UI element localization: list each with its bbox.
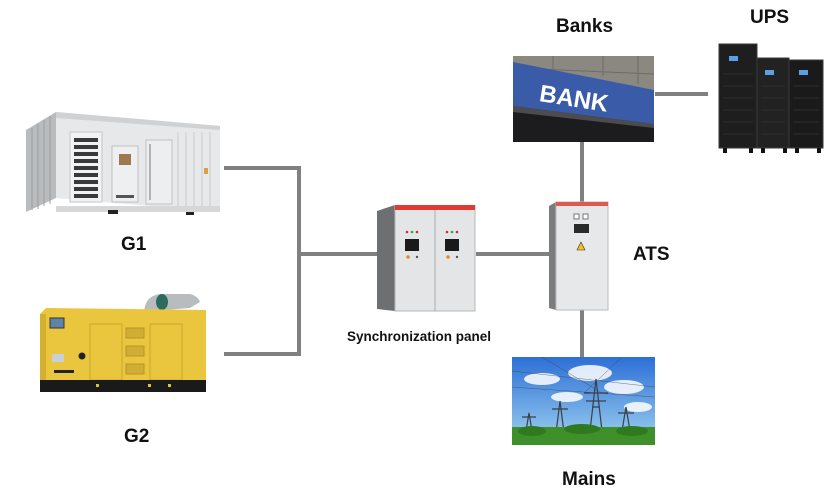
connector-g1-horizontal <box>224 166 301 170</box>
connector-sync-to-ats <box>476 252 549 256</box>
ups-image[interactable] <box>717 40 825 154</box>
banks-image[interactable]: BANK <box>513 56 654 142</box>
connector-g2-horizontal <box>224 352 301 356</box>
connector-ats-to-banks <box>580 142 584 202</box>
ats-label: ATS <box>633 244 670 265</box>
ups-label: UPS <box>750 7 790 28</box>
g2-label: G2 <box>124 426 150 447</box>
g2-generator-image[interactable] <box>40 288 208 394</box>
g1-generator-image[interactable] <box>26 110 220 216</box>
connector-bus-to-sync <box>301 252 377 256</box>
connector-banks-to-ups <box>655 92 708 96</box>
sync-panel-label: Synchronization panel <box>347 329 492 344</box>
sync-panel-image[interactable] <box>377 205 477 313</box>
ats-cabinet-image[interactable] <box>549 200 609 312</box>
banks-label: Banks <box>556 16 614 37</box>
mains-label: Mains <box>562 469 616 490</box>
mains-image[interactable] <box>512 357 655 445</box>
connector-ats-to-mains <box>580 310 584 358</box>
connector-bus-vertical <box>297 166 301 356</box>
g1-label: G1 <box>121 234 147 255</box>
